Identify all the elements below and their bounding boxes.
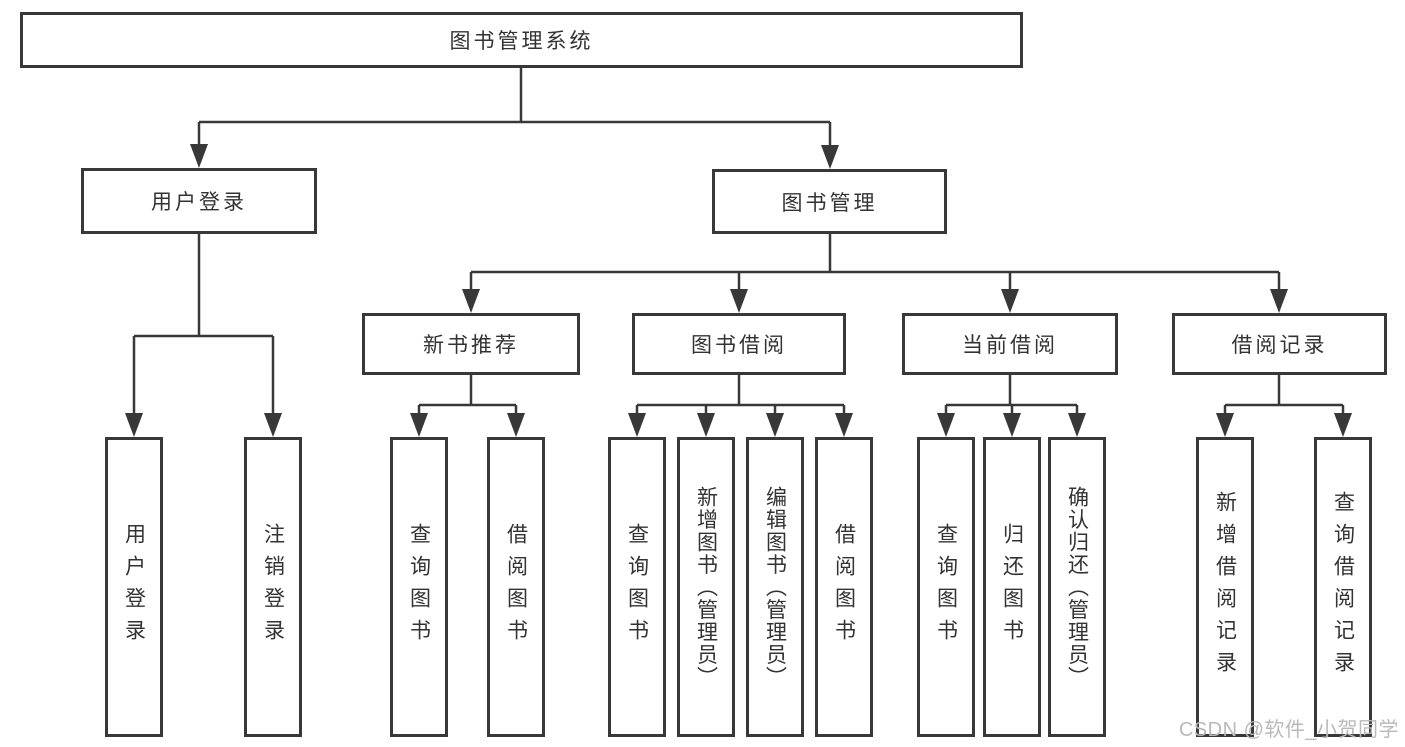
leaf-query-books-current: 查询图书	[917, 437, 975, 737]
connector-currentborrow-to-leaves	[944, 375, 1079, 419]
leaf-query-books-borrow: 查询图书	[608, 437, 666, 737]
arrowhead	[937, 413, 955, 437]
node-new-book-recommend: 新书推荐	[362, 313, 580, 375]
arrowhead	[1068, 413, 1086, 437]
connector-paths	[132, 68, 1345, 419]
connector-root-to-level2	[197, 68, 832, 151]
leaf-query-books-recommend: 查询图书	[390, 437, 448, 737]
csdn-watermark: CSDN @软件_小贺同学	[1178, 719, 1399, 741]
leaf-logout-login: 注销登录	[244, 437, 302, 737]
leaf-add-borrow-record: 新增借阅记录	[1196, 437, 1254, 737]
leaf-user-login: 用户登录	[105, 437, 163, 737]
node-book-management: 图书管理	[712, 169, 947, 234]
node-current-borrow: 当前借阅	[902, 313, 1118, 375]
connector-borrowrecord-to-leaves	[1223, 375, 1345, 419]
connector-bookborrow-to-leaves	[635, 375, 846, 419]
arrowhead	[766, 413, 784, 437]
connector-userlogin-to-leaves	[132, 234, 275, 419]
leaf-confirm-return-admin: 确认归还（管理员）	[1048, 437, 1106, 737]
arrowhead	[190, 144, 208, 168]
arrowhead	[1270, 289, 1288, 313]
arrowhead	[1001, 289, 1019, 313]
arrowhead	[507, 413, 525, 437]
connector-bookmgmt-to-level3	[469, 234, 1281, 295]
node-user-login: 用户登录	[81, 168, 317, 234]
node-borrow-record: 借阅记录	[1172, 313, 1387, 375]
leaf-add-books-admin: 新增图书（管理员）	[677, 437, 735, 737]
arrowhead	[1216, 413, 1234, 437]
arrowhead	[835, 413, 853, 437]
arrowhead	[730, 289, 748, 313]
leaf-borrow-books: 借阅图书	[815, 437, 873, 737]
arrowhead	[264, 413, 282, 437]
arrowhead	[821, 145, 839, 169]
leaf-return-books: 归还图书	[983, 437, 1041, 737]
node-library-management-system: 图书管理系统	[20, 12, 1023, 68]
connector-newbook-to-leaves	[417, 375, 518, 419]
arrowhead	[628, 413, 646, 437]
arrowhead	[1334, 413, 1352, 437]
arrowhead	[410, 413, 428, 437]
leaf-borrow-books-recommend: 借阅图书	[487, 437, 545, 737]
leaf-edit-books-admin: 编辑图书（管理员）	[746, 437, 804, 737]
node-book-borrow: 图书借阅	[632, 313, 846, 375]
arrowhead	[697, 413, 715, 437]
arrowhead	[125, 413, 143, 437]
arrowhead	[1003, 413, 1021, 437]
leaf-query-borrow-record: 查询借阅记录	[1314, 437, 1372, 737]
arrowheads	[125, 144, 1352, 437]
arrowhead	[462, 289, 480, 313]
